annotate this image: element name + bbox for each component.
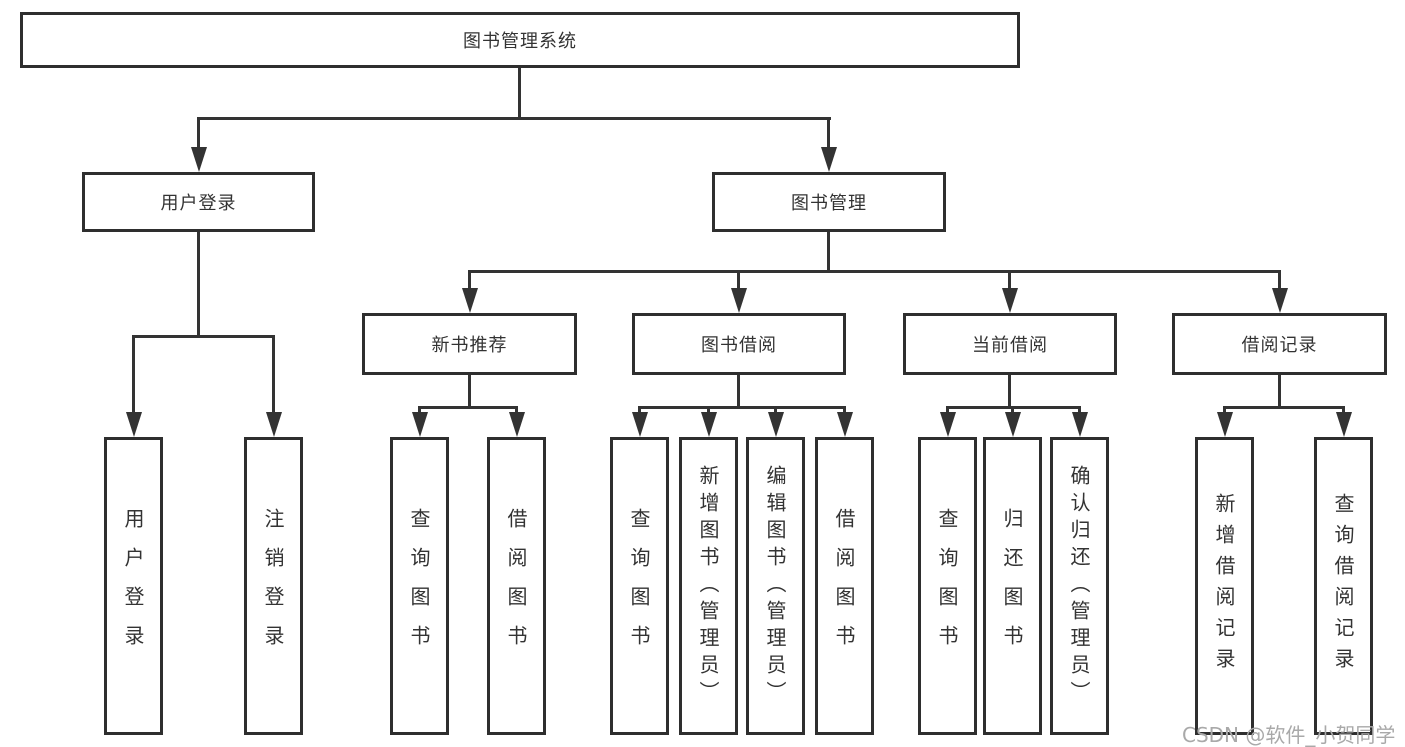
connector-book-management-stem: [827, 232, 830, 273]
connector-current-borrow-stem: [1008, 375, 1011, 408]
leaf-return-books-label: 归还图书: [1000, 508, 1024, 664]
connector-book-borrow-hbar: [638, 406, 846, 409]
connector-new-book-recommend-hbar: [418, 406, 518, 409]
leaf-query-books-current: 查询图书: [918, 437, 977, 735]
node-new-book-recommend: 新书推荐: [362, 313, 577, 375]
arrowhead-icon: [1004, 412, 1021, 437]
arrowhead-icon: [700, 412, 717, 437]
arrowhead-icon: [631, 412, 648, 437]
connector-drop-leaf: [418, 406, 421, 416]
connector-book-management-hbar: [468, 270, 1281, 273]
leaf-query-borrow-record-label: 查询借阅记录: [1331, 493, 1355, 679]
connector-drop-leaf: [1011, 406, 1014, 416]
node-current-borrow-label: 当前借阅: [972, 335, 1048, 356]
connector-drop-user-login: [197, 117, 200, 152]
arrowhead-icon: [1271, 288, 1288, 313]
leaf-user-login-label: 用户登录: [121, 508, 145, 664]
node-new-book-recommend-label: 新书推荐: [431, 335, 508, 356]
connector-user-login-stem: [197, 232, 200, 338]
connector-borrow-records-hbar: [1223, 406, 1345, 409]
leaf-edit-books-admin-label: 编辑图书（管理员）: [763, 464, 787, 708]
connector-drop-current-borrow: [1008, 270, 1011, 293]
connector-drop-leaf: [638, 406, 641, 416]
connector-drop-leaf: [843, 406, 846, 416]
arrowhead-icon: [1001, 288, 1018, 313]
arrowhead-icon: [1071, 412, 1088, 437]
leaf-user-login: 用户登录: [104, 437, 163, 735]
connector-borrow-records-stem: [1278, 375, 1281, 408]
leaf-confirm-return-admin-label: 确认归还（管理员）: [1067, 464, 1091, 708]
connector-drop-leaf: [946, 406, 949, 416]
connector-drop-leaf: [1223, 406, 1226, 416]
connector-root-stem: [518, 68, 521, 119]
node-book-borrow: 图书借阅: [632, 313, 846, 375]
leaf-borrow-books: 借阅图书: [815, 437, 874, 735]
node-book-management-label: 图书管理: [791, 193, 867, 214]
node-user-login-label: 用户登录: [160, 193, 237, 214]
connector-drop-book-management: [827, 117, 830, 152]
arrowhead-icon: [508, 412, 525, 437]
leaf-add-borrow-record: 新增借阅记录: [1195, 437, 1254, 735]
connector-new-book-recommend-stem: [468, 375, 471, 408]
arrowhead-icon: [939, 412, 956, 437]
connector-drop-leaf-user-login: [132, 335, 135, 417]
arrowhead-icon: [461, 288, 478, 313]
node-root-label: 图书管理系统: [463, 31, 577, 52]
arrowhead-icon: [1335, 412, 1352, 437]
connector-user-login-hbar: [132, 335, 275, 338]
leaf-query-books-borrow-label: 查询图书: [627, 508, 651, 664]
leaf-query-books-borrow: 查询图书: [610, 437, 669, 735]
arrowhead-icon: [820, 147, 837, 172]
leaf-query-borrow-record: 查询借阅记录: [1314, 437, 1373, 735]
leaf-query-books-recommend: 查询图书: [390, 437, 449, 735]
node-book-borrow-label: 图书借阅: [701, 335, 777, 356]
arrowhead-icon: [411, 412, 428, 437]
leaf-add-borrow-record-label: 新增借阅记录: [1212, 493, 1236, 679]
connector-drop-new-book-recommend: [468, 270, 471, 293]
arrowhead-icon: [836, 412, 853, 437]
connector-drop-leaf-logout: [272, 335, 275, 417]
arrowhead-icon: [190, 147, 207, 172]
connector-drop-leaf: [774, 406, 777, 416]
csdn-watermark: CSDN @软件_小贺同学: [1182, 723, 1396, 747]
arrowhead-icon: [125, 412, 142, 437]
node-current-borrow: 当前借阅: [903, 313, 1117, 375]
leaf-logout: 注销登录: [244, 437, 303, 735]
arrowhead-icon: [767, 412, 784, 437]
connector-root-hbar: [197, 117, 831, 120]
arrowhead-icon: [1216, 412, 1233, 437]
node-borrow-records: 借阅记录: [1172, 313, 1387, 375]
node-book-management: 图书管理: [712, 172, 946, 232]
connector-drop-leaf: [707, 406, 710, 416]
connector-book-borrow-stem: [737, 375, 740, 408]
leaf-add-books-admin: 新增图书（管理员）: [679, 437, 738, 735]
connector-drop-book-borrow: [737, 270, 740, 293]
leaf-borrow-books-recommend-label: 借阅图书: [504, 508, 528, 664]
node-user-login: 用户登录: [82, 172, 315, 232]
leaf-edit-books-admin: 编辑图书（管理员）: [746, 437, 805, 735]
node-root: 图书管理系统: [20, 12, 1020, 68]
leaf-logout-label: 注销登录: [261, 508, 285, 664]
leaf-query-books-current-label: 查询图书: [935, 508, 959, 664]
connector-drop-leaf: [1342, 406, 1345, 416]
leaf-add-books-admin-label: 新增图书（管理员）: [696, 464, 720, 708]
node-borrow-records-label: 借阅记录: [1241, 335, 1318, 356]
arrowhead-icon: [265, 412, 282, 437]
leaf-borrow-books-recommend: 借阅图书: [487, 437, 546, 735]
connector-drop-leaf: [515, 406, 518, 416]
connector-drop-borrow-records: [1278, 270, 1281, 293]
arrowhead-icon: [730, 288, 747, 313]
leaf-borrow-books-label: 借阅图书: [832, 508, 856, 664]
leaf-query-books-recommend-label: 查询图书: [407, 508, 431, 664]
leaf-return-books: 归还图书: [983, 437, 1042, 735]
connector-drop-leaf: [1078, 406, 1081, 416]
leaf-confirm-return-admin: 确认归还（管理员）: [1050, 437, 1109, 735]
